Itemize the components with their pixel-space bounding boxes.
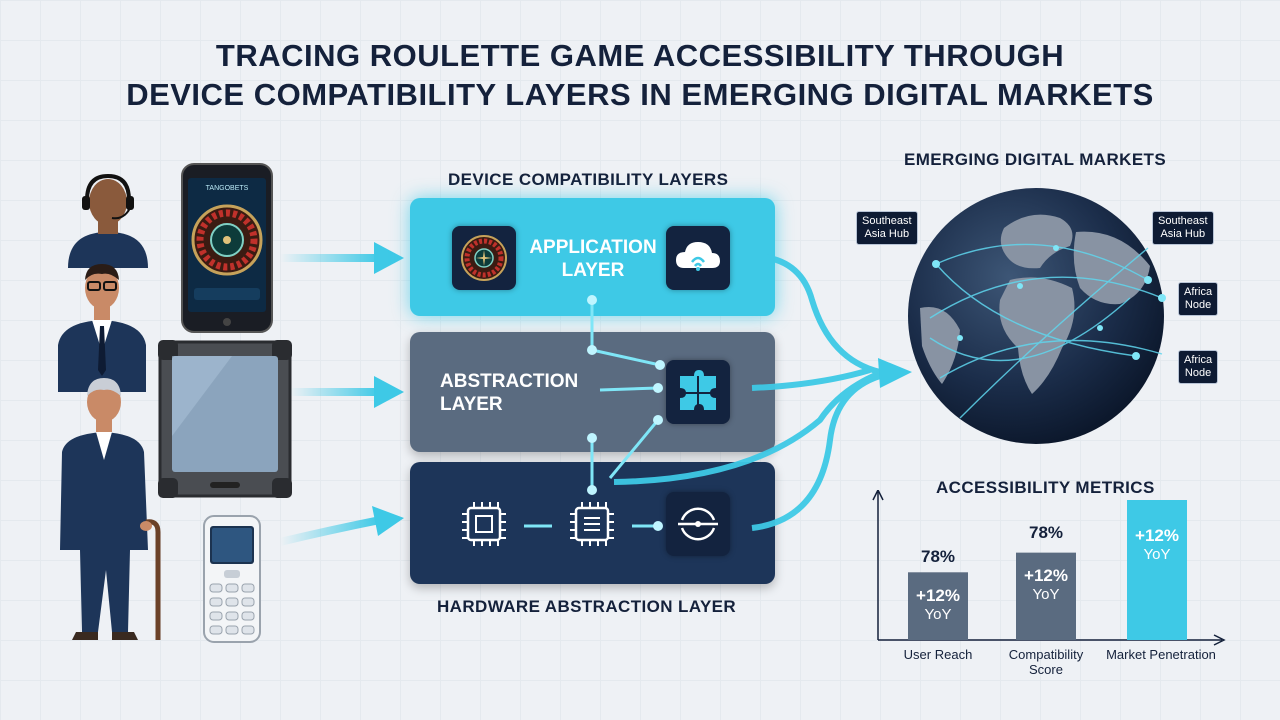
- market-tag-label: Africa Node: [1184, 286, 1213, 311]
- bar-top-value-user-reach: 78%: [920, 547, 956, 566]
- market-tag-southeast-asia-1: Southeast Asia Hub: [856, 211, 918, 245]
- category-market-penetration: Market Penetration: [1106, 647, 1216, 662]
- bar-inner-main: +12%: [1024, 566, 1068, 585]
- title-line-2: DEVICE COMPATIBILITY LAYERS IN EMERGING …: [126, 77, 1154, 112]
- sync-icon-box: [666, 492, 730, 556]
- arrow-featurephone-to-hardware: [280, 506, 404, 546]
- sync-circle-icon: [678, 507, 718, 541]
- users-illustration: [58, 173, 161, 640]
- chip-icon-box-2: [560, 492, 624, 556]
- chart-y-axis-arrow: [872, 490, 884, 501]
- flow-application-to-globe: [749, 253, 881, 375]
- page-title: TRACING ROULETTE GAME ACCESSIBILITY THRO…: [0, 36, 1280, 114]
- bar-compatibility-score: [1016, 552, 1076, 640]
- market-tag-label: Africa Node: [1184, 354, 1213, 379]
- flow-hal-to-globe-2: [751, 373, 881, 531]
- feature-phone-device: [203, 515, 261, 643]
- continent-europe: [1000, 214, 1073, 269]
- rugged-tablet-device: [158, 340, 292, 498]
- bar-inner-sub: YoY: [1143, 546, 1171, 563]
- abstraction-layer-line-1: ABSTRACTION: [440, 371, 579, 392]
- continent-asia: [1073, 231, 1150, 305]
- layer-connectors: [524, 253, 912, 531]
- market-tag-africa-2: Africa Node: [1178, 350, 1219, 384]
- bar-inner-value-market: +12% YoY: [1127, 526, 1187, 564]
- puzzle-pieces-icon: [680, 370, 716, 410]
- layers-heading: DEVICE COMPATIBILITY LAYERS: [448, 170, 729, 189]
- market-tag-label: Southeast Asia Hub: [862, 215, 912, 240]
- headset-user-figure: [68, 173, 148, 268]
- continent-south-america: [920, 306, 960, 384]
- bar-top-value-compatibility: 78%: [1028, 523, 1064, 542]
- metrics-heading: ACCESSIBILITY METRICS: [936, 478, 1155, 497]
- bar-user-reach: [908, 572, 968, 640]
- connector-hal-puzzle: [608, 419, 660, 479]
- continent-africa: [999, 277, 1075, 394]
- flow-arrowhead: [878, 358, 912, 388]
- application-layer-line-2: LAYER: [561, 260, 625, 281]
- bar-inner-main: +12%: [1135, 526, 1179, 545]
- title-line-1: TRACING ROULETTE GAME ACCESSIBILITY THRO…: [215, 38, 1065, 73]
- application-layer-label: APPLICATION LAYER: [518, 236, 668, 282]
- flow-abstraction-to-globe: [751, 367, 871, 391]
- bar-market-penetration: [1127, 500, 1187, 640]
- category-compatibility-score: Compatibility Score: [1008, 647, 1084, 677]
- abstraction-layer: ABSTRACTION LAYER: [410, 332, 775, 452]
- connector-abs-puzzle-1: [591, 348, 661, 367]
- bar-inner-sub: YoY: [1032, 586, 1060, 603]
- cloud-signal-icon: [676, 242, 720, 271]
- roulette-wheel-icon: [461, 235, 507, 281]
- hardware-layer-caption: HARDWARE ABSTRACTION LAYER: [437, 597, 737, 616]
- roulette-icon-box: [452, 226, 516, 290]
- market-tag-africa-1: Africa Node: [1178, 282, 1219, 316]
- memory-chip-icon: [570, 502, 614, 546]
- metrics-chart: [872, 490, 1226, 646]
- connector-abs-puzzle-2: [599, 386, 659, 392]
- application-layer-line-1: APPLICATION: [529, 237, 657, 258]
- businessman-figure: [58, 264, 146, 392]
- arrow-tablet-to-abstraction: [290, 376, 404, 408]
- arrow-phone-to-application: [280, 242, 404, 274]
- smartphone-device: TANGOBETS: [181, 163, 273, 333]
- abstraction-layer-label: ABSTRACTION LAYER: [440, 370, 580, 416]
- bar-inner-value-user-reach: +12% YoY: [908, 586, 968, 624]
- cpu-chip-icon: [462, 502, 506, 546]
- elderly-user-figure: [60, 378, 161, 640]
- market-tag-southeast-asia-2: Southeast Asia Hub: [1152, 211, 1214, 245]
- abstraction-layer-line-2: LAYER: [440, 394, 503, 415]
- chart-x-axis-arrow: [1213, 634, 1226, 646]
- bar-inner-main: +12%: [916, 586, 960, 605]
- bar-inner-sub: YoY: [924, 606, 952, 623]
- markets-heading: EMERGING DIGITAL MARKETS: [904, 150, 1167, 169]
- flow-hal-to-globe-1: [613, 371, 880, 485]
- bar-inner-value-compatibility: +12% YoY: [1016, 566, 1076, 604]
- globe-illustration: [908, 188, 1166, 444]
- device-arrows: [280, 242, 404, 546]
- category-user-reach: User Reach: [903, 647, 973, 662]
- puzzle-icon-box: [666, 360, 730, 424]
- market-tag-label: Southeast Asia Hub: [1158, 215, 1208, 240]
- chip-icon-box-1: [452, 492, 516, 556]
- cloud-icon-box: [666, 226, 730, 290]
- phone-brand-text: TANGOBETS: [206, 185, 249, 192]
